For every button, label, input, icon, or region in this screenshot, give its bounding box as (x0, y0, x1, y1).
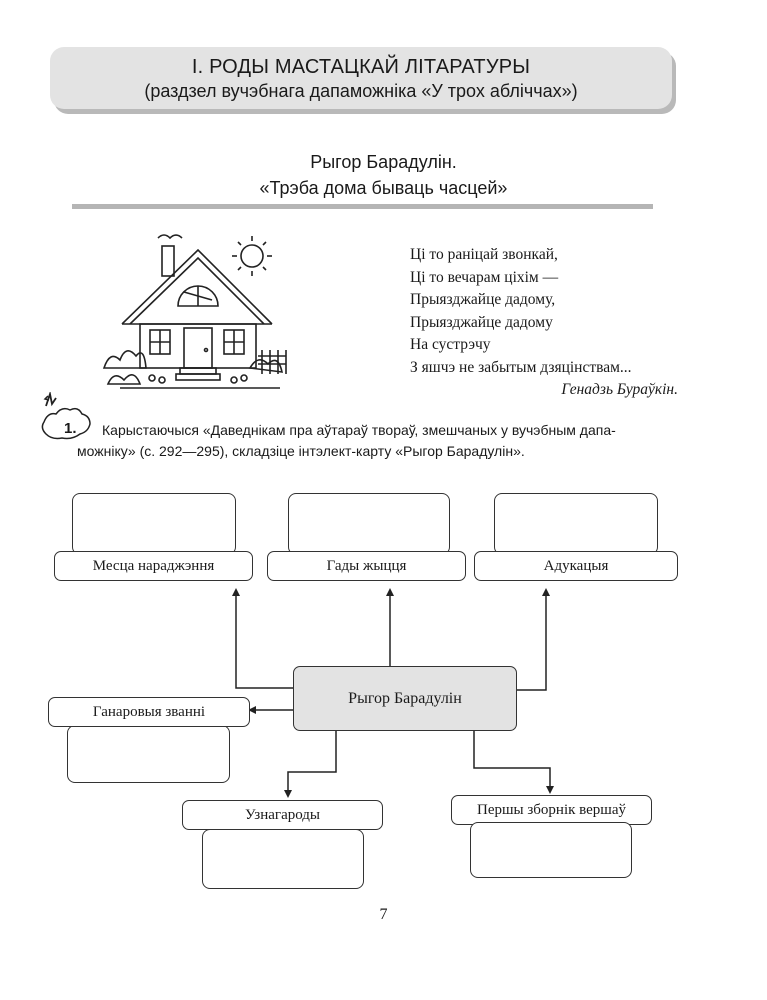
poem-title: «Трэба дома бываць часцей» (259, 178, 508, 198)
answer-box-life-years[interactable] (288, 493, 450, 555)
epigraph-line: Ці то раніцай звонкай, (410, 246, 558, 263)
answer-box-honorary-titles[interactable] (67, 725, 230, 783)
connector-first-collection (473, 731, 554, 794)
title-divider (72, 204, 653, 209)
task-instructions: Карыстаючыся «Даведнікам пра аўтараў тво… (77, 420, 692, 462)
connector-education (517, 588, 550, 691)
poem-author: Рыгор Барадулін. (310, 152, 457, 172)
section-subtitle: (раздзел вучэбнага дапаможніка «У трох а… (144, 81, 578, 101)
node-honorary-titles: Ганаровыя званні (48, 697, 250, 727)
epigraph-author: Генадзь Бураўкін. (561, 381, 678, 398)
epigraph-line: Прыязджайце дадому (410, 313, 553, 331)
node-life-years: Гады жыцця (267, 551, 466, 581)
node-education: Адукацыя (474, 551, 678, 581)
node-first-collection: Першы зборнік вершаў (451, 795, 652, 825)
epigraph: Ці то раніцай звонкай, Ці то вечарам ціх… (410, 244, 680, 402)
page-number: 7 (379, 906, 388, 923)
task-number: 1. (64, 420, 77, 437)
task-text-line: Карыстаючыся «Даведнікам пра аўтараў тво… (102, 422, 616, 438)
connector-awards (284, 731, 337, 798)
epigraph-line: На сустрэчу (410, 336, 491, 353)
answer-box-education[interactable] (494, 493, 658, 555)
epigraph-line: Ці то вечарам ціхім — (410, 268, 559, 286)
connector-birthplace (232, 588, 310, 689)
answer-box-birthplace[interactable] (72, 493, 236, 555)
answer-box-awards[interactable] (202, 829, 364, 889)
epigraph-line: З яшчэ не забытым дзяцінствам... (410, 358, 632, 376)
answer-box-first-collection[interactable] (470, 822, 632, 878)
house-illustration (102, 234, 287, 389)
task-marker-icon (41, 392, 91, 440)
epigraph-line: Прыязджайце дадому, (410, 291, 556, 308)
node-birthplace: Месца нараджэння (54, 551, 253, 581)
node-awards: Узнагароды (182, 800, 383, 830)
mind-map-center: Рыгор Барадулін (293, 666, 517, 731)
task-text-line: можніку» (с. 292—295), складзіце інтэлек… (77, 443, 525, 459)
section-header-banner: І. РОДЫ МАСТАЦКАЙ ЛІТАРАТУРЫ (раздзел ву… (50, 47, 672, 109)
section-title: І. РОДЫ МАСТАЦКАЙ ЛІТАРАТУРЫ (191, 56, 531, 78)
sun-icon (232, 236, 272, 276)
